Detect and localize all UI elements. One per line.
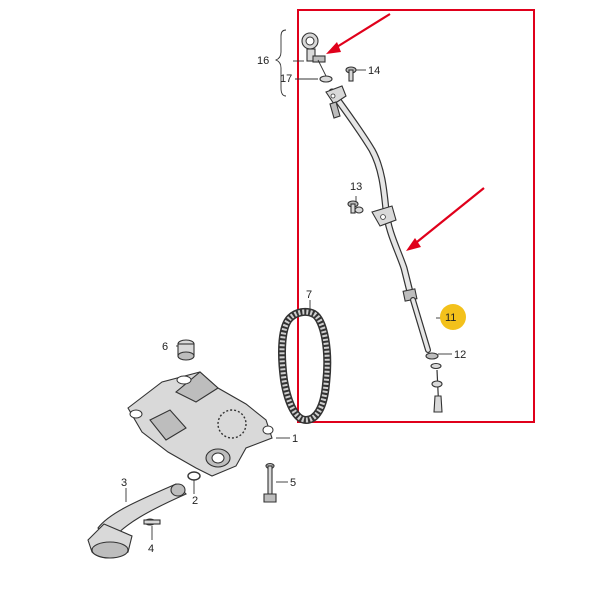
oil-pump-housing: [127, 371, 274, 477]
dipstick-tip: [431, 369, 443, 413]
callout-14: 14: [368, 65, 380, 77]
callout-7: 7: [306, 289, 312, 301]
leader-lines: [125, 60, 452, 540]
o-ring-2: [187, 471, 201, 481]
callout-13: 13: [350, 181, 362, 193]
callout-16: 16: [257, 55, 269, 67]
callout-5: 5: [290, 477, 296, 489]
callout-2: 2: [192, 495, 198, 507]
bolt-13: [347, 200, 364, 214]
o-ring-12: [425, 352, 442, 370]
highlight-arrow-middle: [406, 187, 485, 251]
dipstick-guide-tube: [325, 85, 431, 353]
drive-belt: [278, 307, 332, 425]
callout-11: 11: [445, 312, 456, 324]
highlight-box: [297, 9, 535, 423]
dipstick-cap: [301, 32, 333, 83]
suction-pipe: [87, 483, 187, 559]
highlight-arrow-top: [326, 13, 391, 54]
callout-3: 3: [121, 477, 127, 489]
screw-14: [345, 66, 357, 82]
bolt-4: [143, 518, 161, 526]
callout-1: 1: [292, 433, 298, 445]
callout-6: 6: [162, 341, 168, 353]
sleeve-6: [177, 339, 195, 361]
callout-17: 17: [280, 73, 292, 85]
callout-11-badge: [440, 304, 466, 330]
callout-12: 12: [454, 349, 466, 361]
callout-4: 4: [148, 543, 154, 555]
bolt-5: [263, 462, 277, 503]
